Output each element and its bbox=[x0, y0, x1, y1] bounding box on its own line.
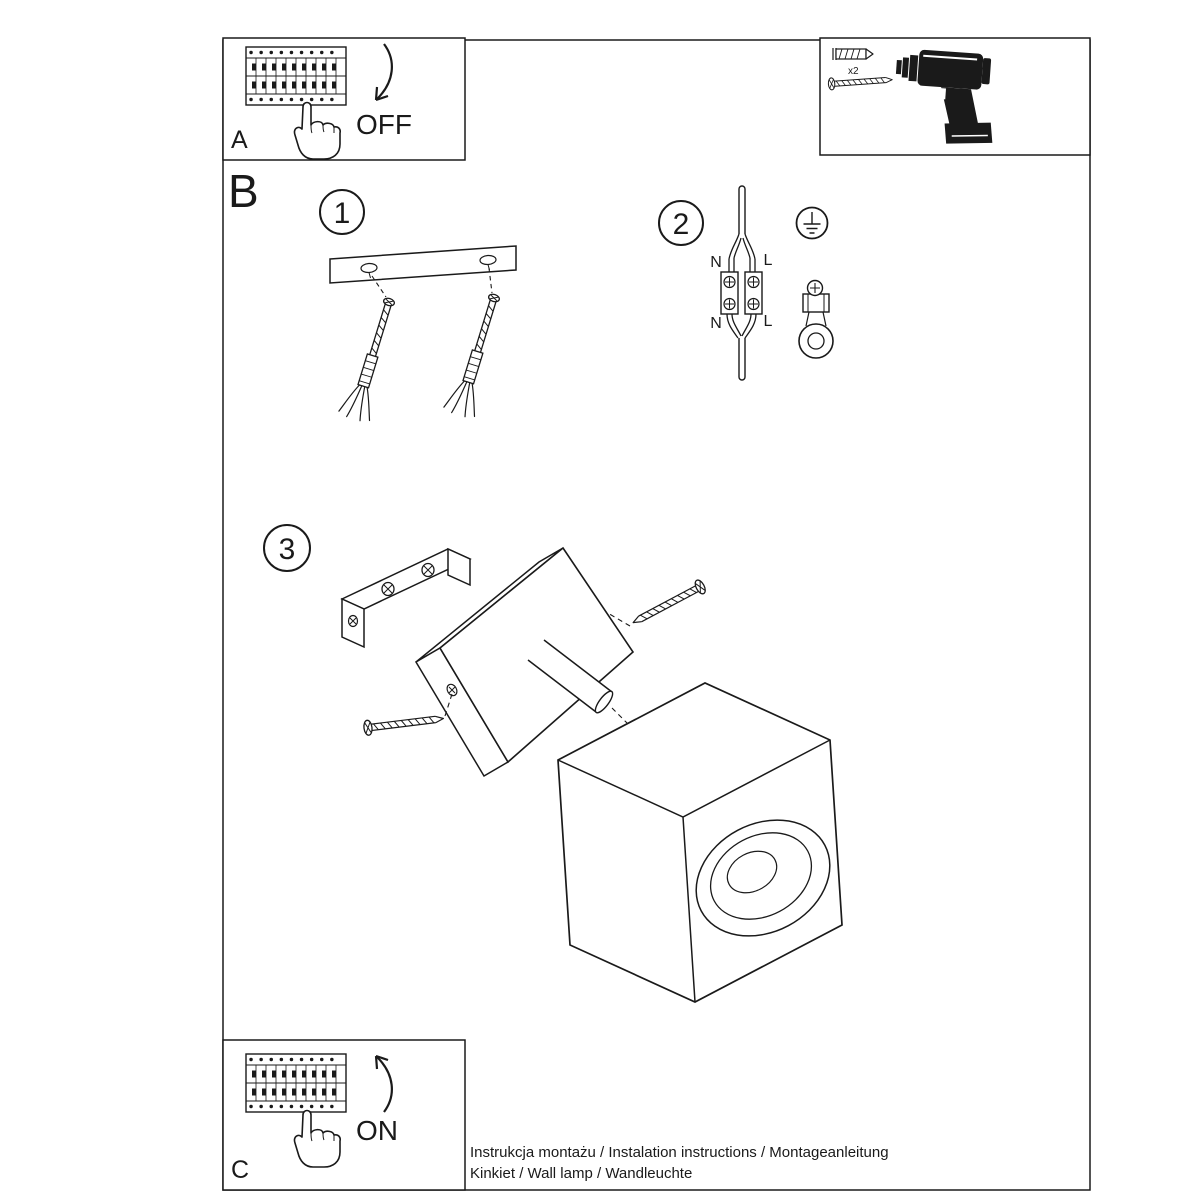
off-arrow-icon bbox=[374, 43, 393, 102]
panel-c-section: C ON bbox=[222, 1039, 466, 1191]
on-arrow-icon bbox=[374, 1054, 393, 1113]
wire-label-n-bottom: N bbox=[710, 315, 722, 332]
plug-quantity-label: x2 bbox=[848, 66, 859, 77]
anchor-leader-line bbox=[488, 267, 493, 294]
drill-icon bbox=[895, 49, 993, 144]
wire-label-l-top: L bbox=[764, 252, 773, 269]
step-2-number: 2 bbox=[673, 208, 690, 241]
step-3-assembly: 3 bbox=[263, 524, 843, 1003]
breaker-panel-icon bbox=[246, 1054, 346, 1112]
footer-line-2: Kinkiet / Wall lamp / Wandleuchte bbox=[470, 1165, 692, 1182]
panel-a-section: A OFF bbox=[222, 37, 466, 161]
footer-line-1: Instrukcja montażu / Instalation instruc… bbox=[470, 1144, 889, 1161]
footer: Instrukcja montażu / Instalation instruc… bbox=[470, 1144, 889, 1182]
wire-label-l-bottom: L bbox=[764, 313, 773, 330]
lamp-head-part bbox=[557, 682, 843, 1003]
wall-anchor-icon bbox=[442, 289, 511, 420]
anchor-leader-line bbox=[371, 275, 387, 298]
step-3-number: 3 bbox=[279, 533, 296, 566]
step-1-anchoring: 1 bbox=[319, 189, 517, 424]
mounting-screw-right bbox=[605, 577, 708, 630]
page-border bbox=[222, 39, 1091, 1191]
step-3-badge bbox=[263, 524, 311, 572]
panel-c-label: C bbox=[231, 1156, 249, 1184]
ground-symbol-icon bbox=[795, 206, 829, 240]
step-1-number: 1 bbox=[334, 197, 351, 230]
tools-box-section: x2 bbox=[819, 37, 1091, 156]
step-1-badge bbox=[319, 189, 365, 235]
breaker-panel-icon bbox=[246, 47, 346, 105]
mounting-screw-left bbox=[362, 693, 453, 737]
step-2-wiring: 2 N L N L bbox=[658, 185, 834, 381]
wall-bracket-part bbox=[340, 547, 472, 649]
panel-a-state: OFF bbox=[356, 109, 412, 140]
section-b-label: B bbox=[228, 165, 259, 217]
pivot-cylinder-part bbox=[527, 639, 639, 735]
panel-c-state: ON bbox=[356, 1115, 398, 1146]
cable-and-terminal-block bbox=[720, 185, 763, 381]
wire-label-n-top: N bbox=[710, 254, 722, 271]
earth-terminal-part bbox=[798, 279, 834, 359]
panel-a-label: A bbox=[231, 126, 248, 154]
step-2-badge bbox=[658, 200, 704, 246]
mounting-strip-part bbox=[329, 245, 517, 284]
lamp-opening-icon bbox=[695, 819, 831, 937]
wall-anchor-icon bbox=[337, 293, 406, 424]
wall-plug-icon bbox=[832, 47, 874, 61]
